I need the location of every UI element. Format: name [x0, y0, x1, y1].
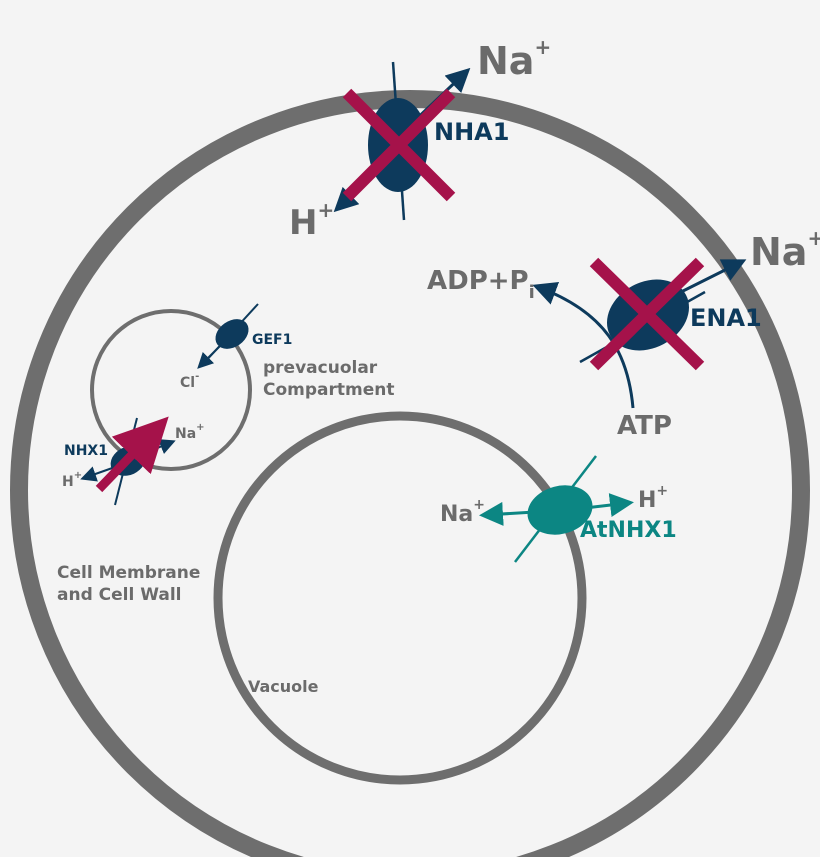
ena1-atp-hydrolysis-arrow	[532, 282, 635, 409]
nhx1-exchanger: NHX1 Na+ H+	[62, 416, 205, 506]
ena1-na-efflux-arrow	[664, 259, 747, 302]
cell-membrane	[10, 90, 810, 857]
vacuole-membrane	[213, 411, 587, 785]
atnhx1-exchanger: AtNHX1 Na+ H+	[440, 455, 677, 563]
nha1-h-ion-label: H+	[289, 198, 334, 243]
prevacuolar-compartment-membrane	[90, 309, 252, 471]
gef1-label: GEF1	[252, 332, 292, 348]
nhx1-na-ion-label: Na+	[175, 422, 205, 442]
nha1-na-ion-label: Na+	[477, 35, 551, 83]
ena1-knockout-cross-icon	[589, 257, 705, 371]
prevacuolar-compartment-label: prevacuolar Compartment	[263, 358, 395, 400]
gef1-cl-arrow	[197, 341, 225, 369]
ena1-atp-label: ATP	[617, 411, 672, 441]
nhx1-h-ion-label: H+	[62, 470, 82, 490]
nhx1-label: NHX1	[64, 443, 108, 459]
nha1-label: NHA1	[434, 118, 509, 146]
ena1-label: ENA1	[690, 304, 762, 332]
atnhx1-na-arrow	[479, 501, 536, 526]
atnhx1-h-arrow	[584, 493, 634, 517]
atnhx1-protein-icon	[527, 485, 593, 535]
gef1-cl-ion-label: Cl-	[180, 371, 199, 391]
nha1-knockout-cross-icon	[342, 88, 456, 202]
nha1-transporter: NHA1 Na+ H+	[289, 35, 551, 243]
gef1-channel: GEF1 Cl-	[180, 303, 292, 391]
ena1-transporter: ENA1 Na+ ADP+Pi ATP	[427, 226, 820, 441]
gef1-protein-icon	[215, 319, 249, 349]
cell-membrane-label: Cell Membrane and Cell Wall	[57, 563, 206, 605]
atnhx1-label: AtNHX1	[580, 518, 677, 543]
ena1-na-ion-label: Na+	[750, 226, 820, 274]
atnhx1-na-ion-label: Na+	[440, 497, 485, 527]
vacuole-label: Vacuole	[248, 677, 319, 696]
nhx1-knockout-arrow-icon	[95, 416, 169, 493]
ena1-product-label: ADP+Pi	[427, 266, 535, 303]
atnhx1-h-ion-label: H+	[638, 483, 668, 513]
